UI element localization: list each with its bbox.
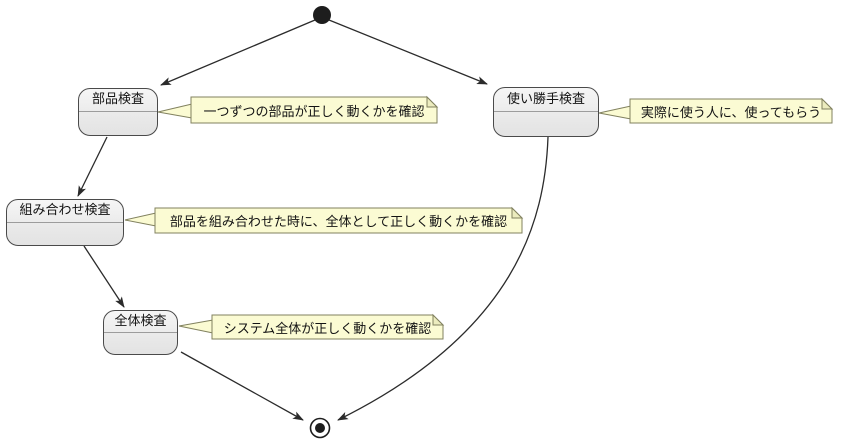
note-system xyxy=(211,314,444,340)
note-usability xyxy=(629,98,833,124)
end-node-inner xyxy=(315,423,325,433)
note-parts xyxy=(190,96,438,124)
activity-label-integration: 組み合わせ検査 xyxy=(7,200,123,223)
note-parts-fold-icon xyxy=(426,95,439,108)
edge-usability-to-end xyxy=(337,136,549,421)
note-pointer-parts xyxy=(157,103,193,119)
activity-label-parts: 部品検査 xyxy=(79,89,157,112)
edge-integration-to-system xyxy=(83,245,125,308)
note-text-system: システム全体が正しく動くかを確認 xyxy=(223,321,432,337)
start-node xyxy=(313,6,331,24)
activity-label-system: 全体検査 xyxy=(104,311,177,333)
edge-system-to-end xyxy=(180,351,304,421)
note-pointer-usability xyxy=(598,105,632,120)
note-text-parts: 一つずつの部品が正しく動くかを確認 xyxy=(203,104,425,120)
note-system-fold-icon xyxy=(432,313,445,326)
activity-label-usability: 使い勝手検査 xyxy=(494,88,598,112)
activity-box-integration: 組み合わせ検査 xyxy=(6,199,124,246)
activity-box-usability: 使い勝手検査 xyxy=(493,87,599,137)
note-integration xyxy=(154,207,523,234)
note-pointer-integration xyxy=(124,212,157,227)
note-usability-fold-icon xyxy=(821,97,834,110)
note-text-usability: 実際に使う人に、使ってもらう xyxy=(640,105,822,121)
edge-parts-to-integration xyxy=(77,136,108,197)
edge-start-to-usability xyxy=(328,19,488,85)
note-text-integration: 部品を組み合わせた時に、全体として正しく動くかを確認 xyxy=(169,215,508,230)
note-integration-fold-icon xyxy=(511,206,524,219)
activity-box-parts: 部品検査 xyxy=(78,88,158,136)
note-pointer-system xyxy=(178,319,214,334)
activity-box-system: 全体検査 xyxy=(103,310,178,355)
edge-start-to-parts xyxy=(160,19,316,86)
